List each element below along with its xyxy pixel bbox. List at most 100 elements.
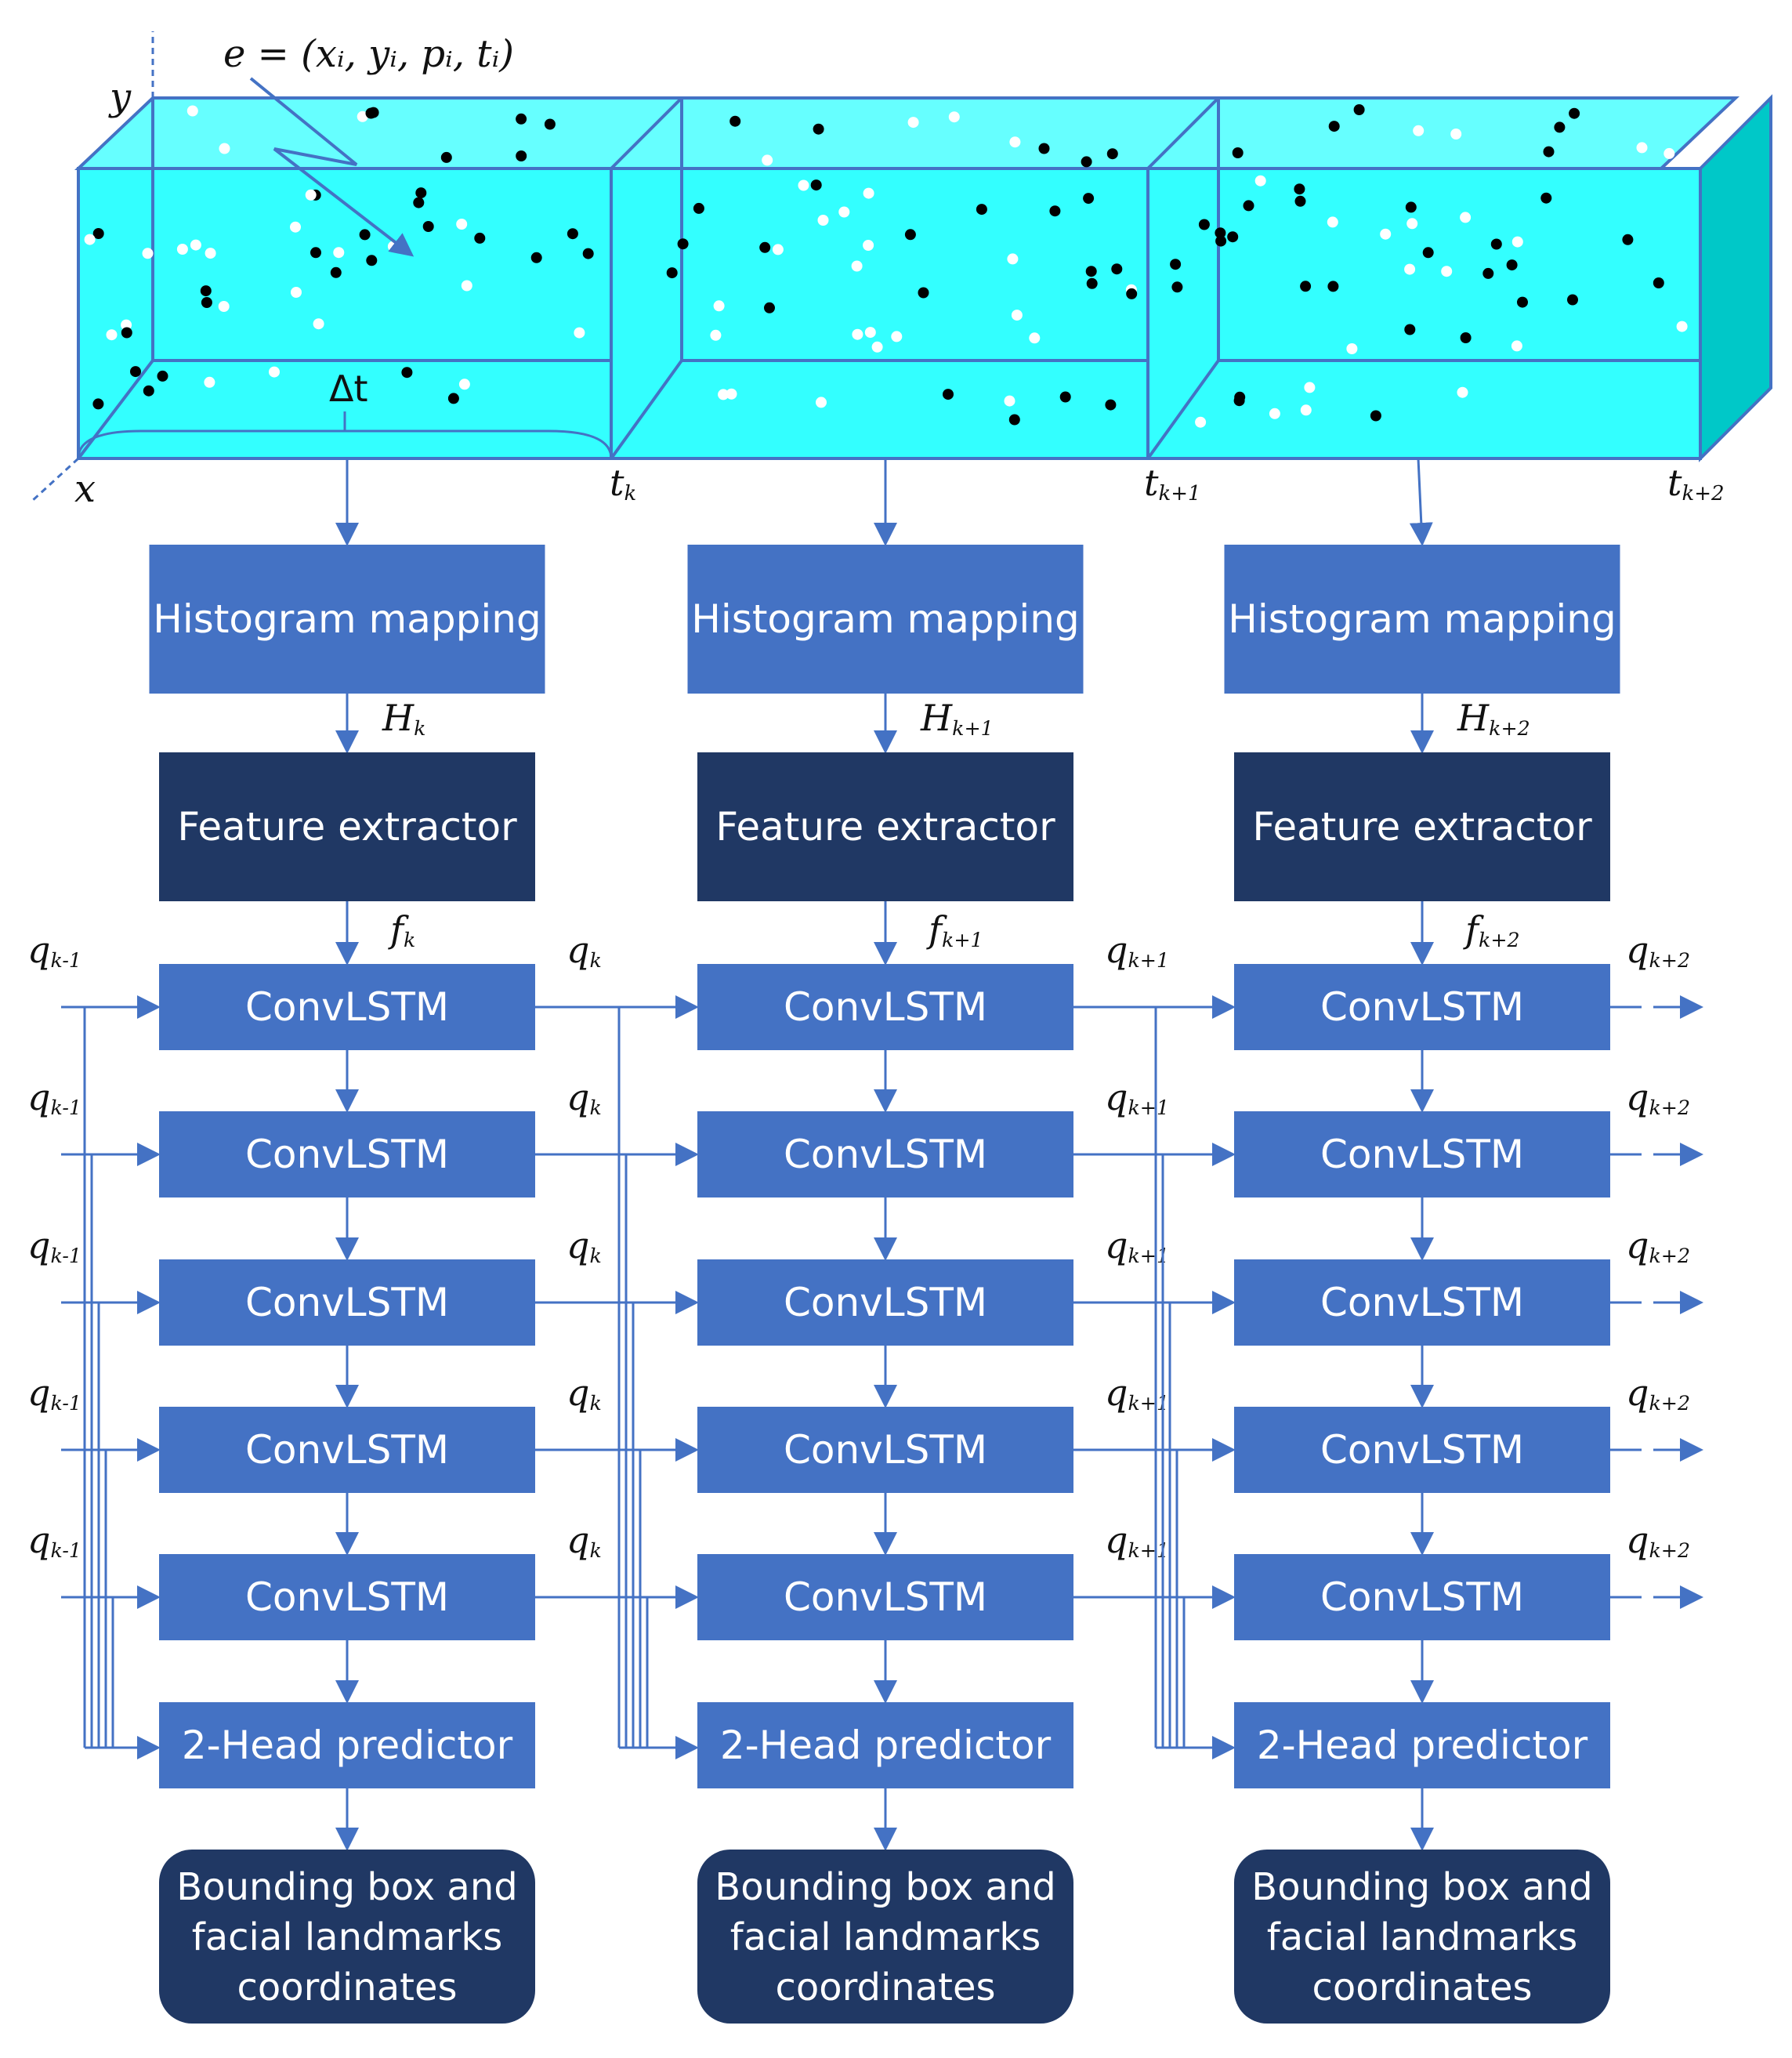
state-input-label: qk-1 [27,1224,81,1267]
event-dot [713,300,725,312]
event-dot [871,341,883,353]
state-output-label: qk+2 [1626,1224,1690,1267]
histogram-mapping-label: Histogram mapping [691,596,1079,642]
slice-floor-divider [77,359,154,460]
time-mark-k: tk [610,462,636,505]
event-dot [1294,183,1305,195]
event-dot [1506,259,1518,271]
event-dot [710,329,722,341]
event-dot [440,151,452,163]
event-dot [1404,324,1416,335]
connectors: Hkfkqk-1qk-1qk-1qk-1qk-1qkqkqkqkqkHk+1fk… [27,458,1703,1851]
event-dot [1081,156,1092,168]
event-dot [401,367,413,379]
convlstm-label: ConvLSTM [1320,1280,1524,1325]
state-output-label: qk+1 [1105,1371,1169,1415]
event-dot [1517,296,1528,308]
event-dot [201,297,212,308]
event-dot [92,228,104,239]
event-dot [1083,193,1095,205]
convlstm-label: ConvLSTM [245,984,449,1030]
slice-top-divider [610,96,683,170]
event-dot [574,327,585,339]
event-dot [816,397,827,408]
state-output-label: qk+1 [1105,929,1169,972]
event-dot [359,229,371,241]
event-dot [1328,121,1340,132]
feature-extractor-label: Feature extractor [715,804,1055,850]
event-dot [1300,281,1312,292]
event-dot [1304,382,1316,393]
event-dot [130,366,141,378]
event-volume-side-face [1699,94,1772,462]
event-dot [772,244,784,255]
convlstm-label: ConvLSTM [784,1280,987,1325]
state-output-label: qk+1 [1105,1519,1169,1562]
event-dot [415,187,427,199]
event-dot [1004,395,1015,407]
event-dot [186,105,198,117]
event-dot [1490,238,1502,250]
state-input-label: qk-1 [27,929,81,972]
event-dot [948,111,960,123]
event-dot [718,389,729,400]
event-dot [357,111,368,122]
event-dot [838,206,850,218]
event-dot [918,287,929,299]
event-dot [1086,277,1098,289]
event-dot [762,154,773,166]
event-dot [1294,195,1306,207]
convlstm-box [1234,1111,1610,1197]
event-dot [1554,121,1566,133]
feature-extractor-box [1234,752,1610,901]
two-head-predictor-box [159,1702,535,1788]
event-dot [582,248,594,259]
event-dot [1085,266,1097,277]
event-dot [474,232,486,244]
state-input-label: qk-1 [27,1371,81,1415]
event-dot [666,267,678,279]
event-dot [1009,136,1021,148]
convlstm-label: ConvLSTM [1320,984,1524,1030]
convlstm-box [697,1259,1073,1346]
event-dot [726,388,737,400]
slice-edges [77,96,1700,460]
event-dot [204,376,215,388]
event-dot [1370,410,1381,422]
event-dot [1441,266,1453,277]
convlstm-label: ConvLSTM [245,1427,449,1473]
convlstm-box [697,1111,1073,1197]
two-head-predictor-box [1234,1702,1610,1788]
event-dot [1327,281,1339,292]
event-dot [1254,175,1266,187]
convlstm-box [159,1259,535,1346]
convlstm-box [697,1407,1073,1493]
convlstm-box [697,964,1073,1050]
convlstm-label: ConvLSTM [1320,1574,1524,1620]
event-dot [157,370,168,382]
event-dot [1540,192,1552,204]
event-dot [142,248,154,259]
event-dot [200,285,212,297]
event-dot [851,260,863,272]
output-coordinates-line: Bounding box and [1251,1865,1592,1909]
event-dot [1450,129,1462,139]
convlstm-box [1234,1407,1610,1493]
event-dot [143,385,154,397]
feature-output-label: fk [388,908,415,951]
event-dot [1567,294,1578,306]
state-output-label: qk+2 [1626,929,1690,972]
event-dot [1405,201,1417,213]
delta-t-label: Δt [329,368,368,410]
state-output-label: qk+2 [1626,1371,1690,1415]
event-dot [813,123,824,135]
event-dot [176,244,188,255]
convlstm-label: ConvLSTM [1320,1427,1524,1473]
convlstm-label: ConvLSTM [1320,1132,1524,1177]
event-dot [943,389,954,400]
event-dot [891,331,903,342]
state-output-label: qk+1 [1105,1076,1169,1119]
